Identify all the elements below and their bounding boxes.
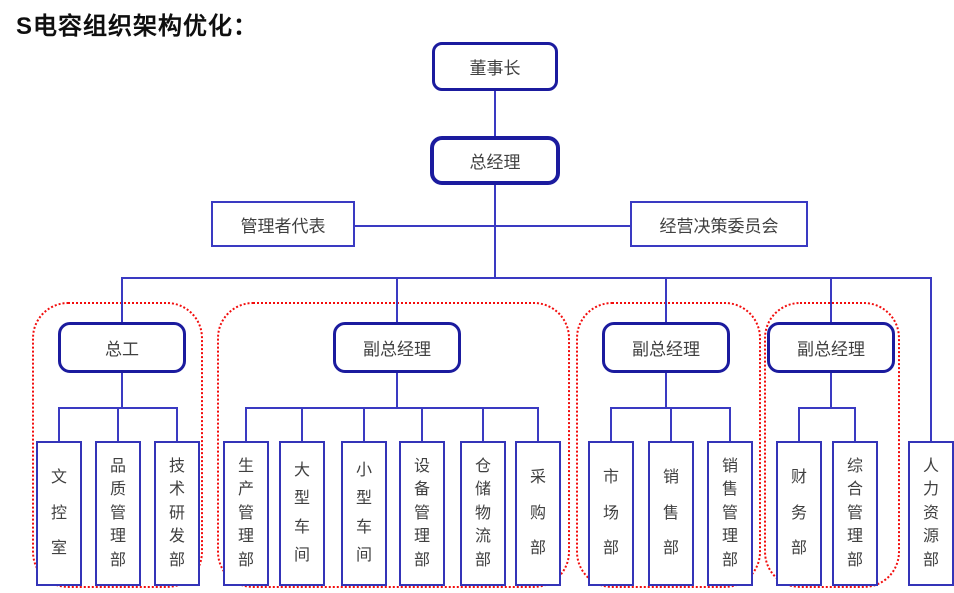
connector-line: [176, 407, 178, 442]
connector-line: [58, 407, 60, 442]
dept-node: 采购部: [515, 441, 561, 586]
connector-line: [121, 371, 123, 409]
node-chief-engineer: 总工: [58, 322, 186, 373]
connector-line: [421, 407, 423, 442]
connector-line: [729, 407, 731, 442]
dept-node: 小型车间: [341, 441, 387, 586]
dept-node: 财务部: [776, 441, 822, 586]
node-management-representative: 管理者代表: [211, 201, 355, 247]
connector-line: [121, 277, 123, 322]
connector-line: [355, 225, 631, 227]
group-outline-production: [217, 302, 570, 588]
connector-line: [798, 407, 800, 442]
connector-line: [482, 407, 484, 442]
connector-line: [494, 91, 496, 137]
connector-line: [798, 407, 856, 409]
node-hr-department: 人力资源部: [908, 441, 954, 586]
connector-line: [494, 184, 496, 278]
connector-line: [670, 407, 672, 442]
connector-line: [665, 277, 667, 322]
connector-line: [930, 277, 932, 441]
connector-line: [363, 407, 365, 442]
dept-node: 销售部: [648, 441, 694, 586]
connector-line: [854, 407, 856, 442]
connector-line: [245, 407, 247, 442]
dept-node: 销售管理部: [707, 441, 753, 586]
connector-line: [117, 407, 119, 442]
connector-line: [537, 407, 539, 442]
connector-line: [301, 407, 303, 442]
connector-line: [396, 371, 398, 409]
group-outline-chief-engineer: [32, 302, 203, 588]
dept-node: 仓储物流部: [460, 441, 506, 586]
connector-line: [830, 371, 832, 409]
node-deputy-gm-2: 副总经理: [602, 322, 730, 373]
node-chairman: 董事长: [432, 42, 558, 91]
node-deputy-gm-1: 副总经理: [333, 322, 461, 373]
dept-node: 技术研发部: [154, 441, 200, 586]
connector-line: [830, 277, 832, 322]
connector-line: [610, 407, 612, 442]
dept-node: 文控室: [36, 441, 82, 586]
group-outline-finance: [764, 302, 900, 588]
connector-line: [121, 277, 932, 279]
page-title: S电容组织架构优化：: [16, 13, 259, 40]
node-general-manager: 总经理: [430, 136, 560, 185]
group-outline-sales: [576, 302, 761, 588]
node-strategy-committee: 经营决策委员会: [630, 201, 808, 247]
dept-node: 设备管理部: [399, 441, 445, 586]
node-deputy-gm-3: 副总经理: [767, 322, 895, 373]
connector-line: [396, 277, 398, 322]
dept-node: 品质管理部: [95, 441, 141, 586]
connector-line: [665, 371, 667, 409]
connector-line: [245, 407, 539, 409]
dept-node: 大型车间: [279, 441, 325, 586]
dept-node: 生产管理部: [223, 441, 269, 586]
dept-node: 市场部: [588, 441, 634, 586]
dept-node: 综合管理部: [832, 441, 878, 586]
